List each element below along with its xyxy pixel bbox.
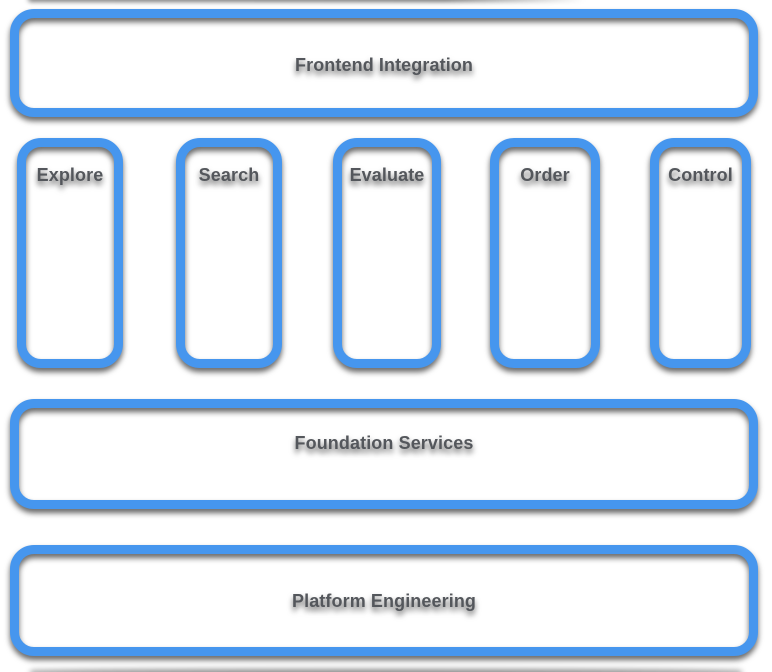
column-control-label: Control (668, 165, 733, 185)
band-frontend-integration-label: Frontend Integration (295, 54, 473, 75)
band-frontend-integration: Frontend Integration (10, 9, 758, 117)
cropped-box-shadow-top (28, 0, 585, 2)
column-order-label: Order (520, 165, 570, 185)
band-foundation-services: Foundation Services (10, 399, 758, 509)
column-search-label: Search (198, 165, 260, 185)
column-search: Search (176, 138, 282, 368)
band-platform-engineering: Platform Engineering (10, 545, 758, 656)
column-evaluate: Evaluate (333, 138, 441, 368)
band-platform-engineering-label: Platform Engineering (291, 591, 477, 611)
column-control: Control (650, 138, 751, 368)
column-evaluate-label: Evaluate (349, 165, 425, 185)
column-explore: Explore (17, 138, 123, 368)
column-explore-label: Explore (36, 165, 104, 185)
band-foundation-services-label: Foundation Services (294, 432, 474, 453)
column-order: Order (490, 138, 600, 368)
